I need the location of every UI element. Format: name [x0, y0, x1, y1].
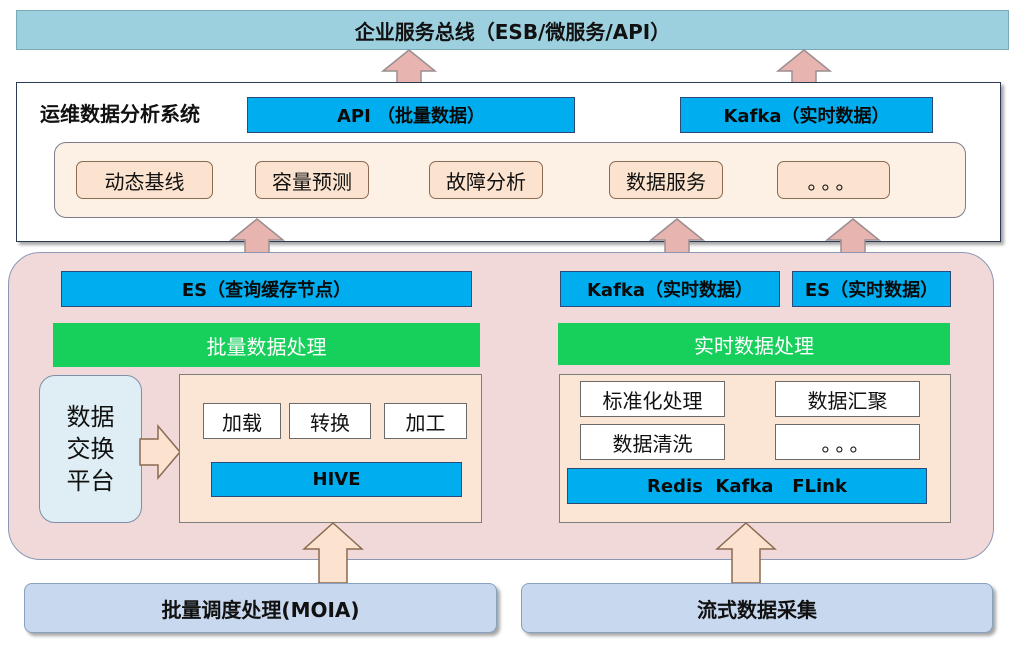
es-query-cache-node: ES（查询缓存节点）	[61, 271, 472, 307]
batch-scheduling-source: 批量调度处理(MOIA)	[24, 583, 497, 633]
module-capacity-forecast: 容量预测	[255, 161, 369, 199]
batch-processing-title: 批量数据处理	[53, 323, 480, 367]
data-exchange-platform-label: 数据 交换 平台	[66, 403, 115, 495]
batch-op-load: 加载	[203, 403, 281, 439]
enterprise-service-bus-label: 企业服务总线（ESB/微服务/API）	[354, 19, 671, 44]
api-batch-box: API （批量数据）	[247, 97, 575, 133]
kafka-realtime-box: Kafka（实时数据）	[560, 271, 780, 307]
kafka-realtime-box-top: Kafka（实时数据）	[680, 97, 933, 133]
up-arrow-batch-source	[302, 521, 364, 584]
batch-scheduling-label: 批量调度处理(MOIA)	[161, 597, 360, 622]
module-fault-analysis: 故障分析	[429, 161, 543, 199]
module-data-service: 数据服务	[609, 161, 723, 199]
batch-op-process: 加工	[384, 403, 467, 439]
realtime-processing-title: 实时数据处理	[558, 323, 950, 365]
module-more: 。。。	[777, 161, 890, 199]
up-arrow-stream-source	[715, 521, 777, 584]
realtime-stack-label: Redis Kafka FLink	[647, 475, 847, 497]
realtime-op-clean: 数据清洗	[580, 424, 725, 460]
stream-collection-label: 流式数据采集	[697, 597, 817, 622]
realtime-op-more: 。。。	[775, 424, 920, 460]
stream-collection-source: 流式数据采集	[521, 583, 993, 633]
realtime-op-standardize: 标准化处理	[580, 381, 725, 417]
es-realtime-box: ES（实时数据）	[792, 271, 951, 307]
data-exchange-platform: 数据 交换 平台	[39, 375, 142, 523]
module-dynamic-baseline: 动态基线	[76, 161, 213, 199]
batch-operations-box	[179, 374, 482, 523]
realtime-op-aggregate: 数据汇聚	[775, 381, 920, 417]
right-arrow-exchange-to-batch	[139, 423, 181, 481]
batch-op-transform: 转换	[289, 403, 371, 439]
realtime-stack-box: Redis Kafka FLink	[567, 468, 927, 504]
hive-box: HIVE	[211, 462, 462, 497]
enterprise-service-bus: 企业服务总线（ESB/微服务/API）	[16, 10, 1009, 50]
ops-system-title: 运维数据分析系统	[40, 102, 200, 126]
